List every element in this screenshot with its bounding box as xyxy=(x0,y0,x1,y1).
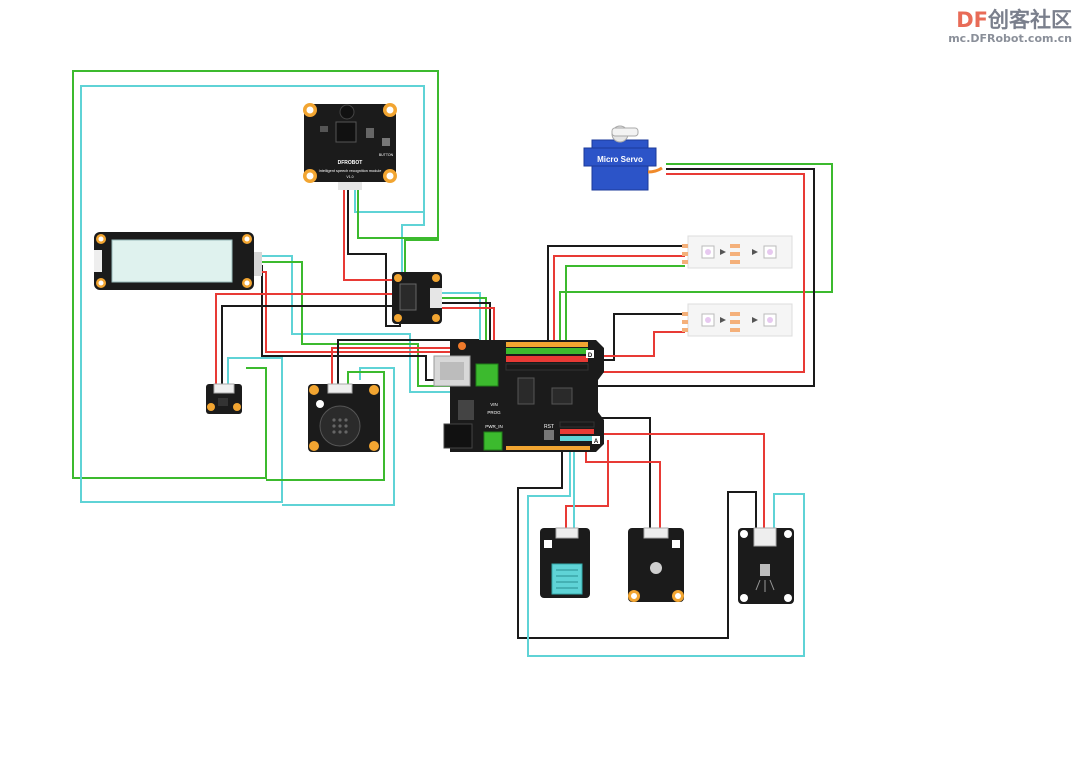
microphone xyxy=(339,104,355,120)
controller-board: RST PWR_IN VIN PROG D A xyxy=(433,340,604,452)
voice-recognition-module: BUTTON DFROBOT Intelligent speech recogn… xyxy=(303,103,397,190)
i2c-hub xyxy=(392,272,442,324)
wire-cyan-hub-board xyxy=(440,292,481,360)
terminal-block xyxy=(475,363,499,387)
wire-red-servo xyxy=(530,173,805,373)
analog-header xyxy=(506,421,595,450)
analog-header-label: A xyxy=(594,439,599,445)
sensor-module-small xyxy=(206,383,242,414)
lcd-screen xyxy=(111,239,233,283)
servo-label: Micro Servo xyxy=(597,155,643,164)
wire-green-speaker-loop xyxy=(266,371,385,481)
wires xyxy=(72,70,833,657)
wire-black-led1 xyxy=(547,245,685,352)
wire-black-sensor-bottom-outer xyxy=(517,440,757,639)
temp-humidity-sensor xyxy=(540,527,590,598)
led-strip-1 xyxy=(682,235,793,269)
voice-button-label: BUTTON xyxy=(379,153,394,157)
terminal-block-2 xyxy=(483,431,503,451)
watermark-site: mc.DFRobot.com.cn xyxy=(948,32,1072,45)
wire-red-speaker xyxy=(331,347,468,386)
wire-black-led2 xyxy=(600,313,685,361)
wire-red-led1 xyxy=(553,255,685,352)
wire-green-servo xyxy=(559,163,833,352)
lcd-display xyxy=(94,232,262,290)
micro-servo: Micro Servo xyxy=(583,125,663,191)
wire-cyan-sensor-bottom-outer xyxy=(527,440,805,657)
wire-cyan-outer-loop xyxy=(80,85,425,503)
wire-green-hub-board xyxy=(440,297,487,360)
light-sensor-element xyxy=(650,562,662,574)
digital-header-label: D xyxy=(588,353,593,359)
wire-cyan-lcd xyxy=(258,255,484,393)
dfrobot-watermark: DF创客社区 mc.DFRobot.com.cn xyxy=(948,4,1072,45)
reset-indicator xyxy=(458,342,466,350)
wire-green-lcd xyxy=(258,261,488,387)
prog-label: PROG xyxy=(487,410,501,415)
wire-red-light-sensor xyxy=(585,440,661,530)
sensor-module-right xyxy=(738,527,794,604)
power-jack xyxy=(443,423,473,449)
speaker-module xyxy=(308,383,380,452)
vin-label: VIN xyxy=(490,402,498,407)
chip xyxy=(335,121,357,143)
digital-header xyxy=(505,342,589,371)
wire-red-temp-sensor xyxy=(565,440,609,530)
voice-button[interactable] xyxy=(382,138,390,146)
analog-light-sensor xyxy=(628,527,684,602)
wire-red-sensor-right xyxy=(594,433,765,528)
wire-black-speaker xyxy=(337,339,480,386)
voice-version-label: V1.0 xyxy=(346,175,353,179)
wire-green-led1 xyxy=(565,265,685,352)
wire-red-sensor-left xyxy=(215,293,392,386)
humidity-element xyxy=(551,563,583,595)
wire-black-servo xyxy=(520,168,815,387)
reset-label: RST xyxy=(544,424,554,430)
wire-green-outer-loop xyxy=(72,70,439,479)
watermark-logo: DF创客社区 xyxy=(956,8,1072,32)
reset-button[interactable] xyxy=(544,430,554,440)
wire-green-voice-hub xyxy=(357,188,439,290)
voice-brand-label: DFROBOT xyxy=(338,160,363,166)
wire-red-led2 xyxy=(600,331,685,357)
power-in-label: PWR_IN xyxy=(485,424,503,429)
led-strip-2 xyxy=(682,303,793,337)
wire-black-sensor-left xyxy=(221,305,392,386)
wire-cyan-voice-hub xyxy=(354,188,425,285)
voice-caption-label: Intelligent speech recognition module xyxy=(319,169,382,173)
